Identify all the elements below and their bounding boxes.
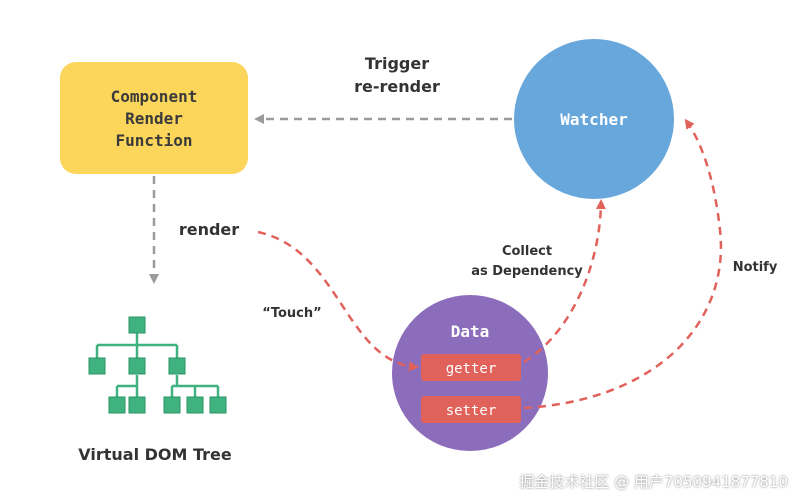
component-line-3: Function (115, 131, 192, 150)
trigger-label-2: re-render (354, 77, 440, 96)
component-line-2: Render (125, 109, 183, 128)
collect-label-1: Collect (502, 244, 552, 259)
component-line-1: Component (111, 87, 198, 106)
virtual-dom-tree-icon (88, 316, 227, 414)
data-label: Data (451, 322, 490, 341)
watermark: 掘金技术社区 @ 用户7050941877810 (519, 473, 788, 491)
vdom-label: Virtual DOM Tree (78, 445, 232, 464)
setter-pill (421, 396, 521, 423)
touch-label: “Touch” (262, 306, 321, 321)
notify-arrow (523, 118, 723, 410)
render-label: render (179, 220, 239, 239)
component-render-function-node: Component Render Function (60, 62, 248, 174)
notify-label: Notify (733, 260, 778, 275)
getter-label: getter (446, 361, 497, 377)
setter-label: setter (446, 403, 497, 419)
watcher-node: Watcher (514, 39, 674, 199)
collect-label-2: as Dependency (471, 264, 583, 279)
watcher-label: Watcher (560, 110, 627, 129)
data-node: Data getter setter (392, 295, 548, 451)
touch-arrow (257, 230, 419, 372)
trigger-label-1: Trigger (365, 54, 429, 73)
collect-arrow (523, 199, 606, 364)
getter-pill (421, 354, 521, 381)
